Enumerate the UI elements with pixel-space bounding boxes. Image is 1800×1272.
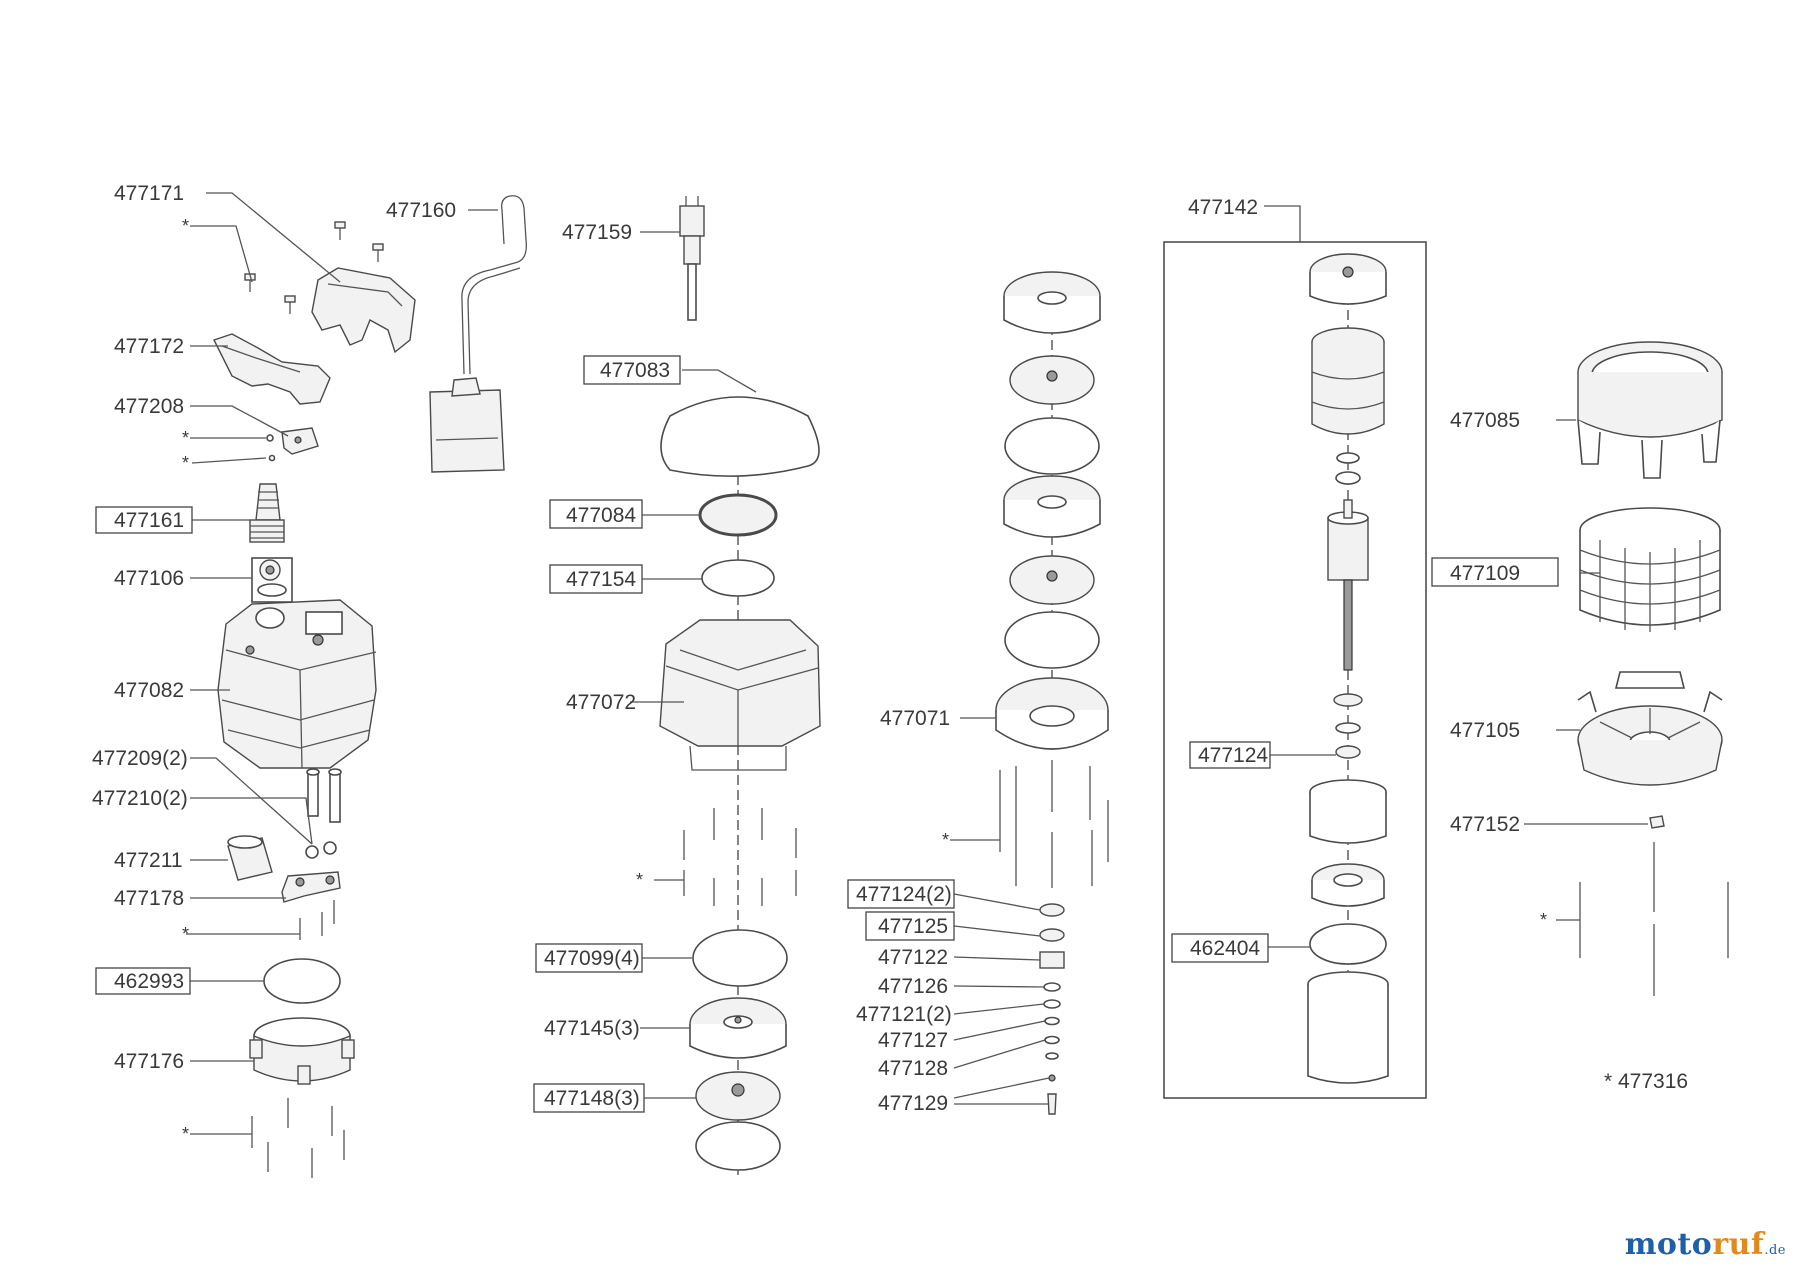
label-477145: 477145(3) [544, 1017, 640, 1040]
label-star-3: * [182, 453, 189, 473]
clamp-group [266, 427, 319, 462]
motor-housing [659, 619, 821, 771]
stage-stack [995, 271, 1109, 750]
label-477178: 477178 [114, 887, 184, 910]
clip-477152 [1649, 815, 1665, 829]
label-477209: 477209(2) [92, 747, 188, 770]
clip-screws [299, 900, 335, 940]
label-477148: 477148(3) [544, 1087, 640, 1110]
label-star-4: * [942, 830, 949, 850]
label-477210: 477210(2) [92, 787, 188, 810]
logo-part2: ruf [1712, 1227, 1765, 1262]
pump-housing [217, 599, 377, 769]
base-477105 [1577, 671, 1723, 786]
label-477154: 477154 [566, 568, 636, 591]
label-477129: 477129 [878, 1092, 948, 1115]
label-477085: 477085 [1450, 409, 1520, 432]
diffuser-477148 [695, 1071, 781, 1121]
label-477142: 477142 [1188, 196, 1258, 219]
label-477172: 477172 [114, 335, 184, 358]
label-477122: 477122 [878, 946, 948, 969]
handle-upper-part [311, 267, 416, 354]
logo-suffix: .de [1764, 1243, 1786, 1258]
label-477160: 477160 [386, 199, 456, 222]
check-valve [251, 557, 293, 603]
float-switch [429, 195, 527, 473]
housing-bolts [305, 768, 342, 859]
hose-connector [249, 483, 285, 543]
label-477124: 477124 [1198, 744, 1268, 767]
label-477171: 477171 [114, 182, 184, 205]
label-477128: 477128 [878, 1057, 948, 1080]
label-477316-footnote: * 477316 [1604, 1070, 1688, 1093]
label-477176: 477176 [114, 1050, 184, 1073]
label-477124-2: 477124(2) [856, 883, 952, 906]
label-477208: 477208 [114, 395, 184, 418]
union-nut [249, 1017, 355, 1085]
stage-477145 [689, 997, 787, 1059]
screen-477109 [1579, 507, 1721, 632]
bottom-disc [695, 1121, 781, 1171]
power-plug [679, 196, 705, 321]
label-477109: 477109 [1450, 562, 1520, 585]
label-477161: 477161 [114, 509, 184, 532]
label-477127: 477127 [878, 1029, 948, 1052]
motor-housing-bolts [683, 808, 797, 906]
label-477072: 477072 [566, 691, 636, 714]
label-star-8: * [182, 1124, 189, 1144]
handle-group [213, 221, 416, 405]
motor-assembly-frame [1163, 241, 1427, 1099]
capacitor [227, 835, 273, 881]
o-ring-477154 [701, 559, 775, 597]
label-477159: 477159 [562, 221, 632, 244]
leader-lines [186, 192, 1648, 1135]
label-477211: 477211 [114, 849, 183, 872]
logo-part1: moto [1624, 1227, 1713, 1262]
bottom-screws-left [251, 1098, 345, 1178]
seal-ring-462993 [263, 958, 341, 1004]
part-labels: 477171 * 477160 477159 477142 477172 477… [92, 182, 1688, 1144]
bearing-stack [1039, 903, 1065, 1115]
label-star-5: * [636, 870, 643, 890]
long-screws-right [1579, 842, 1729, 996]
label-star-2: * [182, 428, 189, 448]
stand-477085 [1577, 341, 1723, 479]
label-477105: 477105 [1450, 719, 1520, 742]
label-477121: 477121(2) [856, 1003, 952, 1026]
disc-477099 [692, 929, 788, 987]
label-477084: 477084 [566, 504, 636, 527]
label-477126: 477126 [878, 975, 948, 998]
label-star-7: * [1540, 910, 1547, 930]
label-477082: 477082 [114, 679, 184, 702]
label-477152: 477152 [1450, 813, 1520, 836]
label-462993: 462993 [114, 970, 184, 993]
label-477071: 477071 [880, 707, 950, 730]
site-logo: motoruf.de [1625, 1227, 1786, 1262]
label-star-6: * [182, 924, 189, 944]
label-477125: 477125 [878, 915, 948, 938]
stage-bolts [999, 760, 1109, 888]
label-star-1: * [182, 216, 189, 236]
label-477106: 477106 [114, 567, 184, 590]
label-477083: 477083 [600, 359, 670, 382]
clip [281, 871, 341, 903]
motor-assembly [1307, 253, 1389, 1084]
ring-477084 [698, 493, 778, 537]
label-boxes [95, 355, 1559, 1113]
label-477099: 477099(4) [544, 947, 640, 970]
handle-lower-part [213, 333, 331, 405]
label-462404: 462404 [1190, 937, 1260, 960]
gasket-477083 [660, 396, 820, 477]
